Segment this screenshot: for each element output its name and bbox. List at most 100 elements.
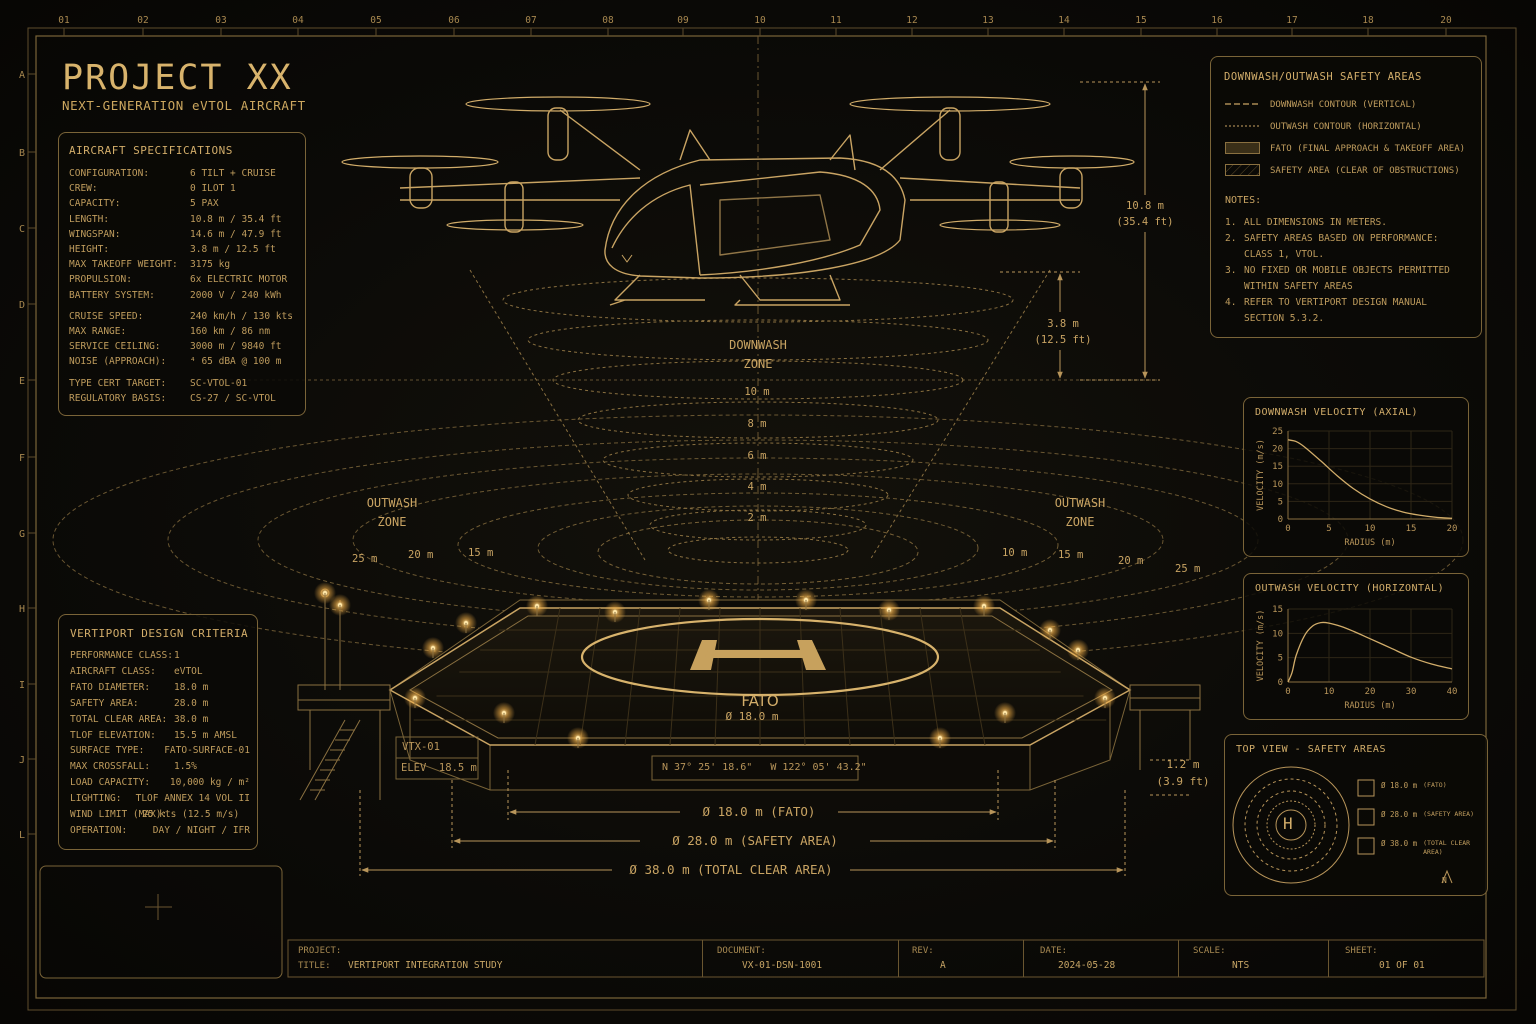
spec-row: NOISE (APPROACH):⁴ 65 dBA @ 100 m (69, 354, 301, 369)
spec-row: CAPACITY:5 PAX (69, 196, 301, 211)
y-tick-label: 0 (1278, 515, 1283, 525)
note-text: NO FIXED OR MOBILE OBJECTS PERMITTED WIT… (1244, 265, 1450, 292)
project-subtitle: NEXT-GENERATION eVTOL AIRCRAFT (62, 98, 306, 113)
tb-divider-sheet (1328, 940, 1329, 977)
pad-height-m: 1.2 m (1166, 758, 1200, 771)
note-text: ALL DIMENSIONS IN METERS. (1244, 217, 1387, 228)
tb-divider-scale (1178, 940, 1179, 977)
top-view-panel: TOP VIEW - SAFETY AREAS H Ø 18.0 m(FATO)… (1224, 734, 1488, 896)
legend-title: DOWNWASH/OUTWASH SAFETY AREAS (1224, 71, 1422, 83)
x-tick-label: 10 (1365, 524, 1376, 534)
criteria-row: MAX CROSSFALL:1.5% (70, 759, 250, 775)
topview-legend: Ø 18.0 m(FATO)Ø 28.0 m(SAFETY AREA)Ø 38.… (1381, 781, 1485, 868)
height-label: 8 m (747, 418, 767, 430)
radius-label-right: 15 m (1058, 549, 1084, 561)
y-tick-label: 5 (1278, 497, 1283, 507)
deck-grid-line (839, 607, 851, 746)
tb-sheet-value: 01 OF 01 (1379, 960, 1425, 971)
column-label: 04 (292, 15, 304, 26)
x-tick-label: 30 (1406, 687, 1417, 697)
spec-key: PROPULSION: (69, 274, 132, 286)
legend-item: SAFETY AREA (CLEAR OF OBSTRUCTIONS) (1225, 160, 1475, 182)
tb-document-label: DOCUMENT: (717, 946, 766, 956)
column-label: 08 (602, 15, 614, 26)
legend-item: FATO (FINAL APPROACH & TAKEOFF AREA) (1225, 138, 1475, 160)
radius-label-right: 10 m (1002, 547, 1028, 559)
radius-label-right: 20 m (1118, 555, 1144, 567)
criteria-row: AIRCRAFT CLASS:eVTOL (70, 664, 250, 680)
pad-height-ft: (3.9 ft) (1156, 775, 1210, 788)
legend-item-label: SAFETY AREA (CLEAR OF OBSTRUCTIONS) (1270, 166, 1460, 176)
criteria-value: 38.0 m (174, 713, 209, 725)
aircraft-dimensions (200, 81, 1160, 381)
title-block-frame (287, 939, 1485, 978)
length-dim-label: 10.8 m (35.4 ft) (1110, 198, 1180, 230)
column-label: 14 (1058, 15, 1070, 26)
topview-dia: Ø 18.0 m (1381, 781, 1418, 790)
topview-item: Ø 38.0 m(TOTAL CLEAR AREA) (1381, 839, 1485, 868)
spec-row: SERVICE CEILING: 3000 m / 9840 ft (69, 339, 301, 354)
spec-key: CAPACITY: (69, 198, 121, 210)
legend-swatch (1225, 100, 1270, 111)
spec-key: WINGSPAN: (69, 228, 121, 240)
column-label: 07 (525, 15, 536, 26)
y-axis-label: VELOCITY (m/s) (1256, 610, 1266, 682)
spec-row: CREW: 0 ILOT 1 (69, 181, 301, 196)
height-label: 2 m (747, 512, 767, 524)
y-tick-label: 10 (1272, 480, 1283, 490)
criteria-key: OPERATION: (70, 824, 128, 836)
deck-grid-line (714, 607, 721, 746)
column-label: 09 (677, 15, 689, 26)
spec-value: 3175 kg (190, 259, 231, 271)
note-number: 4. (1225, 297, 1237, 308)
criteria-key: SURFACE TYPE: (70, 745, 145, 757)
x-tick-label: 5 (1326, 524, 1331, 534)
tb-rev-label: REV: (912, 946, 934, 956)
y-tick-label: 5 (1278, 654, 1283, 664)
spec-row: CONFIGURATION:6 TILT + CRUISE (69, 166, 301, 181)
note-number: 3. (1225, 265, 1237, 276)
row-label: L (19, 830, 25, 841)
spec-value: 240 km/h / 130 kts (190, 310, 293, 322)
row-label: A (19, 70, 25, 81)
height-label: 6 m (747, 450, 767, 462)
deck-grid-line (799, 607, 806, 746)
blank-box (39, 865, 283, 979)
spec-key: MAX RANGE: (69, 326, 127, 338)
spec-value: 3000 m / 9840 ft (190, 341, 282, 353)
vertiport-platform (297, 582, 1201, 801)
spec-key: CREW: (69, 183, 98, 195)
aircraft-specs-panel: AIRCRAFT SPECIFICATIONS CONFIGURATION:6 … (58, 132, 306, 416)
chart1-title: DOWNWASH VELOCITY (AXIAL) (1255, 407, 1419, 418)
criteria-value: 10,000 kg / m² (169, 777, 250, 789)
column-label: 16 (1211, 15, 1223, 26)
tb-date-label: DATE: (1040, 946, 1068, 956)
criteria-row: TOTAL CLEAR AREA: 38.0 m (70, 712, 250, 728)
series-line (1287, 621, 1453, 683)
outwash-zone-label-left: OUTWASH ZONE (352, 494, 432, 532)
dim-fato: Ø 18.0 m (FATO) (702, 804, 816, 819)
fato-diameter-label: Ø 18.0 m (725, 710, 779, 723)
spec-value: CS-27 / SC-VTOL (190, 392, 276, 404)
x-axis-label: RADIUS (m) (1344, 701, 1395, 711)
spec-key: SERVICE CEILING: (69, 341, 161, 353)
outwash-right-line1: OUTWASH (1054, 496, 1106, 510)
topview-note: (FATO) (1423, 781, 1447, 789)
inner-border (35, 35, 1487, 999)
tb-divider-date (1023, 940, 1024, 977)
spec-key: LENGTH: (69, 213, 110, 225)
criteria-key: TOTAL CLEAR AREA: (70, 713, 168, 725)
y-tick-label: 0 (1278, 678, 1283, 688)
spec-row: MAX RANGE:160 km / 86 nm (69, 324, 301, 339)
column-label: 06 (448, 15, 460, 26)
topview-h: H (1283, 814, 1293, 833)
north-arrow-label: N (1442, 876, 1447, 885)
spec-value: 0 ILOT 1 (190, 183, 236, 195)
deck-grid-line (919, 607, 941, 746)
topview-item: Ø 18.0 m (FATO) (1381, 781, 1485, 810)
note-number: 1. (1225, 217, 1237, 228)
